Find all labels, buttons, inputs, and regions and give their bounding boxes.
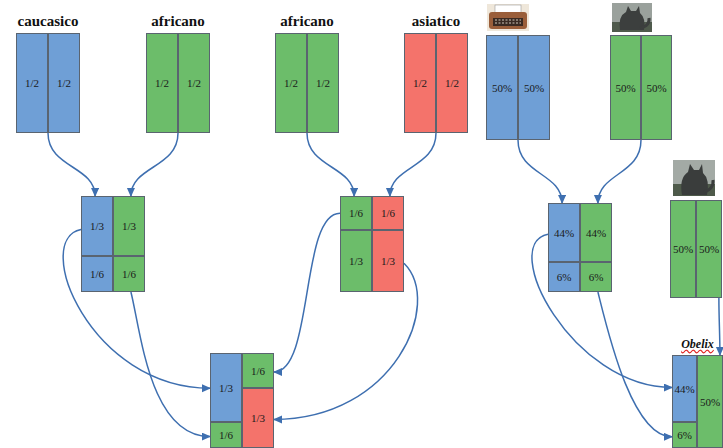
typewriter-picture — [487, 4, 529, 31]
fraction-box: Obelix44%50%6% — [672, 355, 723, 448]
fraction-value: 50% — [699, 243, 719, 255]
fraction-cell: 50% — [610, 35, 641, 140]
fraction-value: 44% — [586, 227, 606, 239]
box-heading: africano — [151, 13, 204, 30]
fraction-cell: 1/6 — [242, 353, 274, 388]
fraction-cell: 44% — [672, 355, 697, 422]
fraction-cell: 1/3 — [81, 196, 113, 256]
fraction-value: 1/2 — [187, 77, 201, 89]
fraction-cell: 1/6 — [340, 196, 372, 230]
fraction-value: 44% — [674, 383, 694, 395]
fraction-cell: 1/3 — [242, 388, 274, 448]
inheritance-arrow — [598, 140, 641, 203]
fraction-value: 50% — [615, 82, 635, 94]
fraction-cell: 1/2 — [146, 33, 178, 133]
fraction-cell: 50% — [486, 35, 518, 140]
fraction-cell: 1/6 — [113, 256, 145, 292]
fraction-cell: 1/2 — [48, 33, 80, 133]
fraction-cell: 1/6 — [210, 422, 242, 448]
fraction-value: 1/3 — [251, 412, 265, 424]
fraction-value: 1/6 — [219, 429, 233, 441]
cat-picture — [673, 160, 715, 196]
fraction-value: 1/2 — [25, 77, 39, 89]
fraction-cell: 44% — [548, 203, 580, 262]
fraction-cell: 1/6 — [372, 196, 404, 230]
fraction-value: 6% — [677, 429, 692, 441]
box-heading: Obelix — [681, 337, 714, 352]
fraction-cell: 50% — [697, 355, 723, 448]
fraction-value: 50% — [492, 82, 512, 94]
fraction-cell: 50% — [641, 35, 672, 140]
fraction-box: africano1/21/2 — [275, 33, 339, 133]
fraction-box: 50% 50% — [670, 200, 722, 298]
box-heading: caucasico — [18, 13, 79, 30]
fraction-value: 50% — [646, 82, 666, 94]
fraction-value: 1/3 — [349, 255, 363, 267]
fraction-cell: 1/3 — [340, 230, 372, 292]
fraction-box: caucasico1/21/2 — [16, 33, 80, 133]
inheritance-arrow — [274, 213, 340, 372]
inheritance-arrow — [518, 140, 562, 203]
fraction-cell: 1/2 — [275, 33, 307, 133]
fraction-value: 44% — [554, 227, 574, 239]
fraction-cell: 1/2 — [307, 33, 339, 133]
fraction-value: 6% — [557, 271, 572, 283]
fraction-cell: 6% — [548, 262, 580, 292]
inheritance-arrow — [598, 292, 672, 437]
fraction-value: 6% — [589, 271, 604, 283]
fraction-value: 1/6 — [122, 268, 136, 280]
inheritance-arrow — [48, 133, 95, 196]
fraction-value: 50% — [673, 243, 693, 255]
cat-picture — [612, 3, 652, 32]
fraction-cell: 50% — [670, 200, 696, 298]
fraction-value: 1/3 — [381, 255, 395, 267]
fraction-box: 1/6 1/6 1/3 1/3 — [340, 196, 404, 292]
inheritance-arrow — [131, 292, 210, 437]
fraction-box: 1/3 1/3 1/6 1/6 — [81, 196, 145, 292]
fraction-cell: 1/6 — [81, 256, 113, 292]
fraction-cell: 6% — [580, 262, 612, 292]
fraction-cell: 1/2 — [178, 33, 210, 133]
fraction-box: africano1/21/2 — [146, 33, 210, 133]
fraction-value: 1/2 — [445, 77, 459, 89]
fraction-cell: 50% — [696, 200, 722, 298]
inheritance-arrow — [307, 133, 354, 196]
inheritance-arrow — [390, 133, 436, 196]
box-heading: asiatico — [412, 13, 460, 30]
fraction-cell: 1/2 — [436, 33, 468, 133]
fraction-value: 1/2 — [155, 77, 169, 89]
fraction-box: 44% 44% 6% 6% — [548, 203, 612, 292]
fraction-box: 50% 50% — [610, 35, 672, 140]
fraction-value: 1/3 — [219, 382, 233, 394]
fraction-box: 1/3 1/6 1/3 1/6 — [210, 353, 274, 448]
fraction-value: 1/6 — [90, 268, 104, 280]
fraction-cell: 1/2 — [16, 33, 48, 133]
fraction-box: 50% 50% — [486, 35, 550, 140]
inheritance-arrow — [719, 298, 720, 355]
fraction-value: 1/6 — [381, 207, 395, 219]
fraction-value: 1/3 — [90, 220, 104, 232]
fraction-value: 1/6 — [251, 365, 265, 377]
fraction-cell: 1/3 — [372, 230, 404, 292]
fraction-value: 50% — [700, 396, 720, 408]
box-heading: africano — [280, 13, 333, 30]
fraction-box: asiatico1/21/2 — [404, 33, 468, 133]
fraction-value: 1/2 — [284, 77, 298, 89]
fraction-cell: 44% — [580, 203, 612, 262]
fraction-cell: 6% — [672, 422, 697, 448]
fraction-value: 1/6 — [349, 207, 363, 219]
fraction-value: 1/3 — [122, 220, 136, 232]
fraction-value: 1/2 — [316, 77, 330, 89]
inheritance-arrow — [131, 133, 178, 196]
fraction-value: 1/2 — [57, 77, 71, 89]
fraction-cell: 1/3 — [210, 353, 242, 422]
fraction-cell: 1/2 — [404, 33, 436, 133]
fraction-value: 50% — [524, 82, 544, 94]
fraction-cell: 50% — [518, 35, 550, 140]
fraction-cell: 1/3 — [113, 196, 145, 256]
fraction-value: 1/2 — [413, 77, 427, 89]
